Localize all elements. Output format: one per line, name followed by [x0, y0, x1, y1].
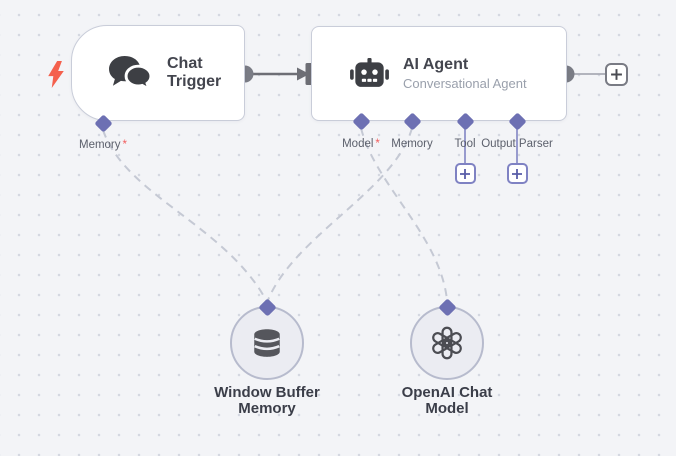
- robot-icon: [350, 57, 389, 90]
- wire-trigger-memory-to-window-buffer: [102, 129, 267, 301]
- chat-bubbles-icon: [106, 54, 153, 93]
- openai-logo-icon: [429, 325, 465, 361]
- chat-trigger-title: Chat Trigger: [167, 55, 222, 90]
- node-window-buffer-memory[interactable]: [230, 306, 304, 380]
- plus-icon: [460, 168, 470, 179]
- node-ai-agent[interactable]: AI Agent Conversational Agent: [311, 26, 567, 121]
- node-openai-chat-model[interactable]: [410, 306, 484, 380]
- add-node-button-main[interactable]: [605, 63, 628, 86]
- port-label-text: Output Parser: [481, 138, 553, 150]
- trigger-memory-port-label: Memory*: [43, 139, 163, 151]
- ai-agent-text-block: AI Agent Conversational Agent: [403, 56, 527, 91]
- plus-icon: [512, 168, 522, 179]
- node-chat-trigger[interactable]: Chat Trigger: [71, 25, 245, 121]
- wire-agent-model-to-openai: [360, 127, 448, 301]
- arrowhead: [297, 67, 310, 81]
- database-icon: [250, 326, 284, 360]
- plus-icon: [611, 69, 622, 80]
- ai-agent-title: AI Agent: [403, 56, 469, 74]
- agent-output-parser-port-label: Output Parser: [457, 138, 577, 150]
- required-marker: *: [122, 139, 127, 151]
- port-label-text: Memory: [78, 139, 121, 151]
- wire-agent-memory-to-window-buffer: [267, 127, 413, 301]
- window-buffer-memory-label: Window Buffer Memory: [214, 384, 320, 417]
- lightning-bolt-icon: [48, 61, 64, 88]
- add-tool-button[interactable]: [454, 163, 476, 184]
- openai-chat-model-label: OpenAI Chat Model: [401, 384, 493, 417]
- add-output-parser-button[interactable]: [506, 163, 528, 184]
- ai-agent-subtitle: Conversational Agent: [403, 75, 527, 91]
